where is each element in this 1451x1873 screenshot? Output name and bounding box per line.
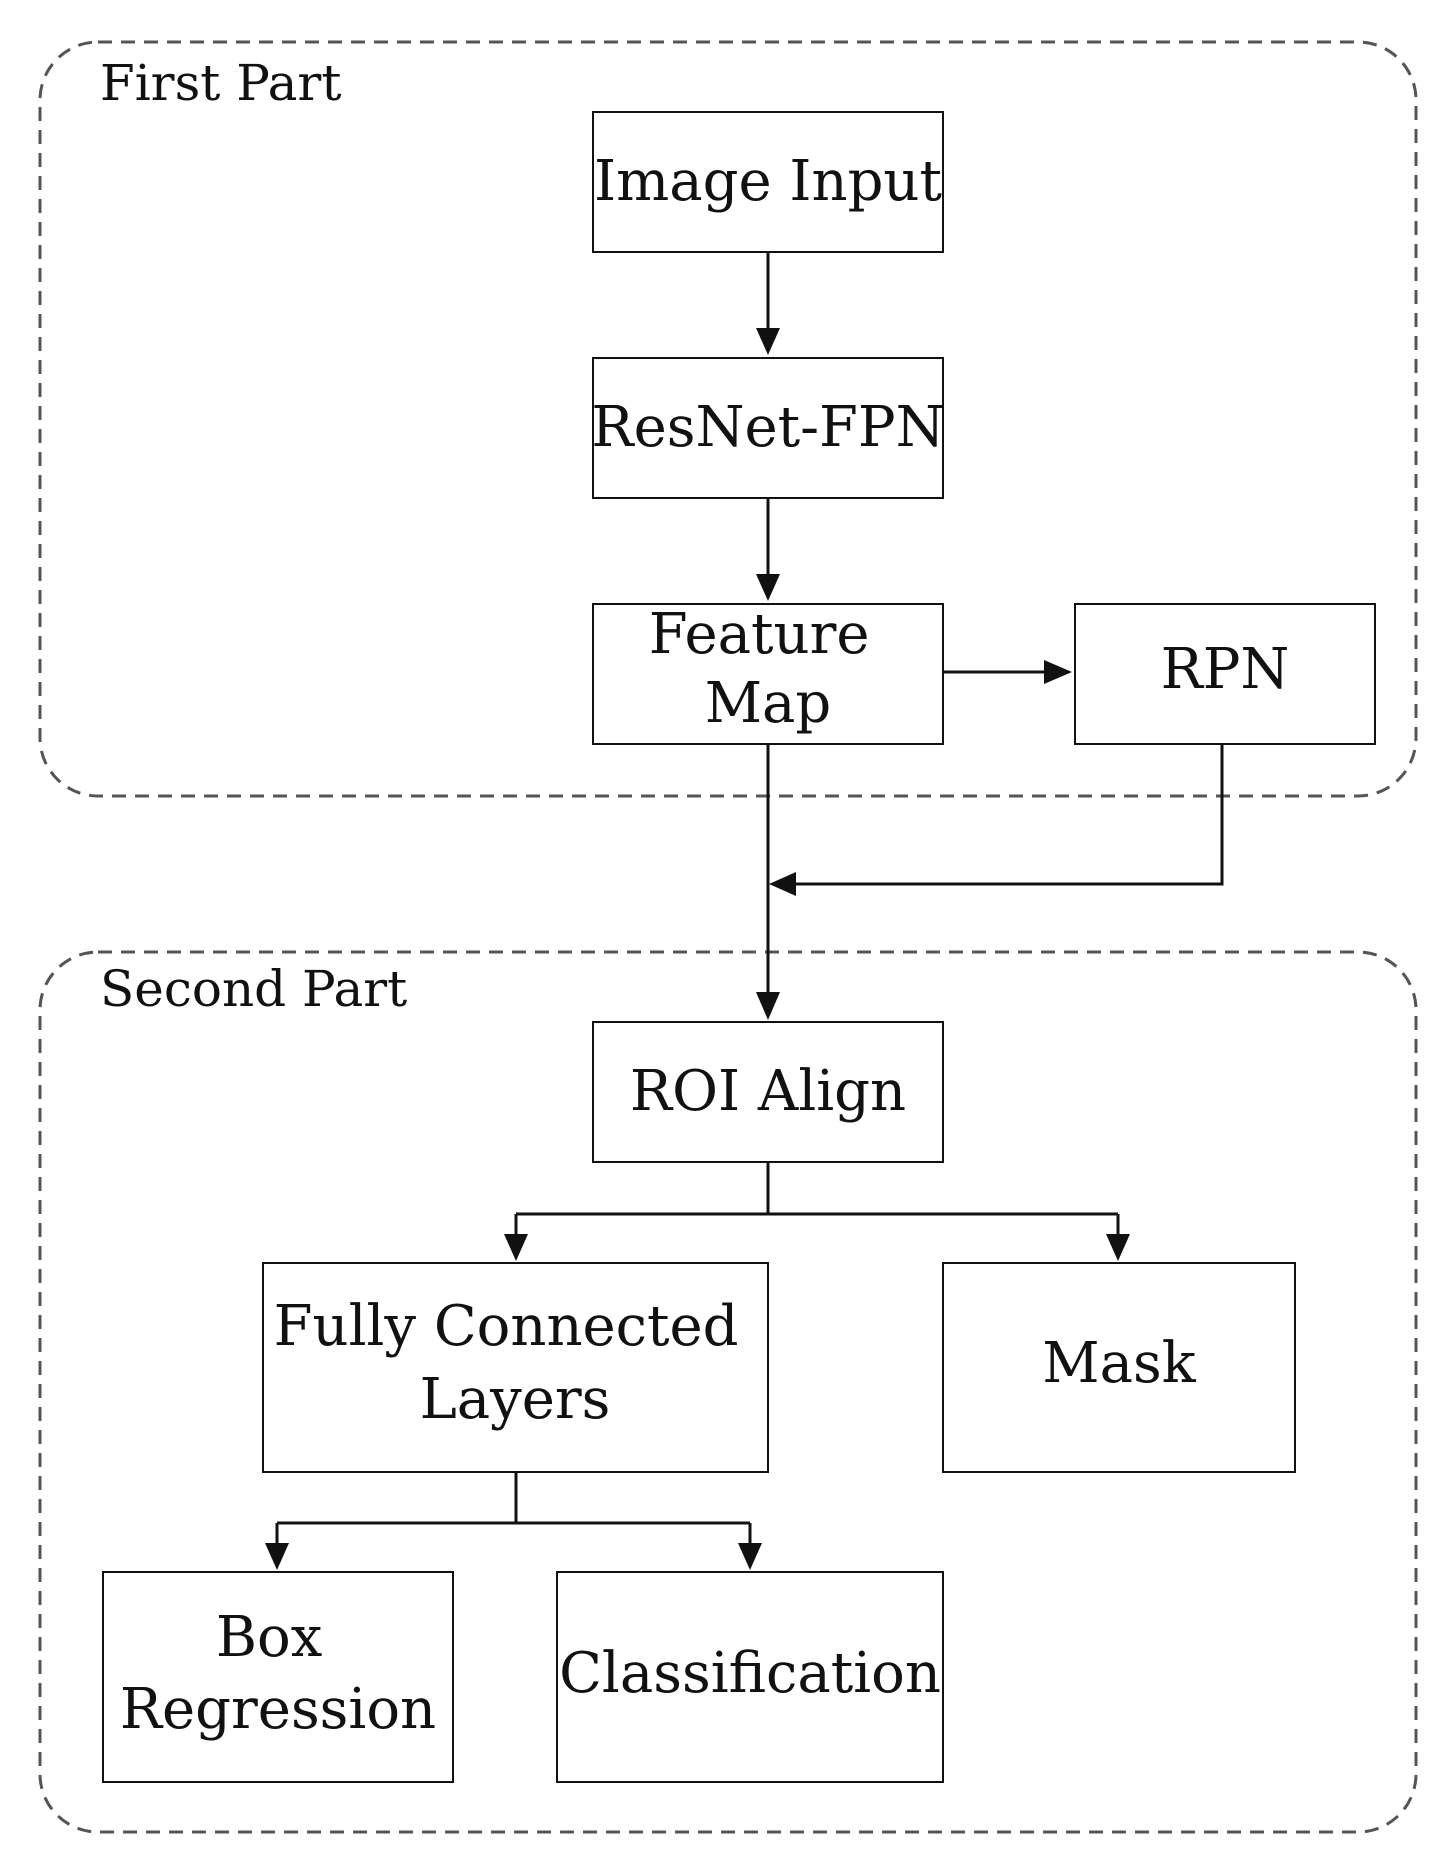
node-label: RPN <box>1161 637 1290 702</box>
edge-roi-align-split <box>516 1162 1118 1216</box>
node-label: Fully Connected Layers <box>274 1294 757 1432</box>
edge-rpn-to-roi-align <box>769 744 1224 896</box>
node-roi-align: ROI Align <box>592 1021 944 1163</box>
node-mask: Mask <box>942 1262 1296 1473</box>
edges <box>265 252 1224 1570</box>
edge-feature-map-to-roi-align <box>756 744 780 1020</box>
edge-fully-connected-to-classification <box>738 1523 762 1570</box>
edge-resnet-fpn-to-feature-map <box>756 498 780 601</box>
node-resnet-fpn: ResNet-FPN <box>591 357 945 499</box>
node-label: Classification <box>559 1641 941 1706</box>
node-classification: Classification <box>556 1571 944 1783</box>
node-rpn: RPN <box>1074 603 1376 745</box>
edge-fully-connected-to-box-regression <box>265 1523 289 1570</box>
first-part-label: First Part <box>100 54 341 112</box>
node-image-input: Image Input <box>592 111 944 253</box>
second-part-frame <box>38 950 1418 1834</box>
node-label: Box Regression <box>120 1605 436 1742</box>
node-feature-map: Feature Map <box>592 602 944 745</box>
second-part-label: Second Part <box>100 960 407 1018</box>
first-part-frame <box>38 40 1418 798</box>
node-box-regression: Box Regression <box>102 1571 454 1783</box>
edge-image-input-to-resnet-fpn <box>756 252 780 355</box>
node-fully-connected-layers: Fully Connected Layers <box>262 1262 769 1473</box>
node-label: ROI Align <box>630 1059 906 1124</box>
edge-roi-align-to-mask <box>1106 1214 1130 1261</box>
node-label: Feature Map <box>649 602 888 736</box>
edge-fully-connected-split <box>277 1472 750 1525</box>
edge-feature-map-to-rpn <box>943 660 1072 684</box>
node-label: ResNet-FPN <box>591 395 944 460</box>
edge-roi-align-to-fully-connected <box>504 1214 528 1261</box>
node-label: Mask <box>1042 1331 1196 1396</box>
node-label: Image Input <box>594 149 943 214</box>
